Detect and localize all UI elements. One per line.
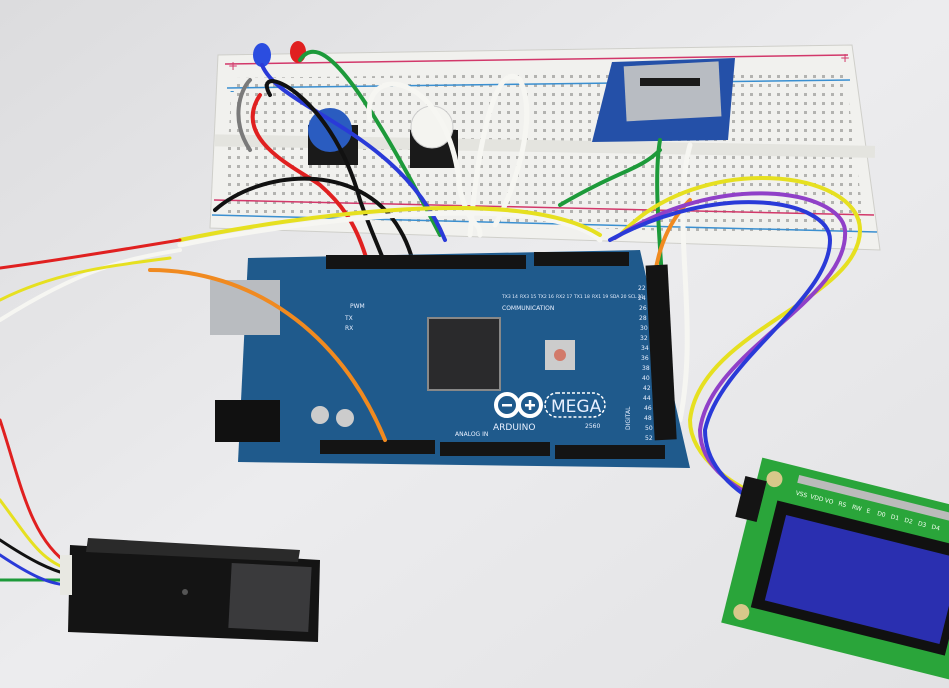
digital-label: DIGITAL bbox=[625, 406, 632, 430]
header-power bbox=[320, 440, 435, 454]
atmega2560-chip bbox=[427, 317, 501, 391]
sd-card-module bbox=[592, 58, 735, 142]
svg-text:32: 32 bbox=[640, 335, 648, 342]
svg-text:RX3 15: RX3 15 bbox=[520, 294, 536, 300]
svg-text:SCL 21: SCL 21 bbox=[628, 294, 644, 300]
svg-text:36: 36 bbox=[641, 355, 649, 362]
svg-text:D3: D3 bbox=[917, 520, 927, 529]
header-analog bbox=[440, 442, 550, 456]
svg-text:E: E bbox=[866, 507, 872, 515]
rail-plus-label-right: + bbox=[840, 51, 850, 65]
lcd-wire-connector bbox=[735, 475, 767, 523]
svg-text:RX2 17: RX2 17 bbox=[556, 294, 572, 300]
sensor-connector bbox=[60, 555, 72, 595]
dc-power-jack bbox=[215, 400, 280, 442]
header-top-right bbox=[534, 252, 629, 266]
communication-label: COMMUNICATION bbox=[502, 305, 554, 312]
rail-minus-label: - bbox=[230, 84, 234, 98]
header-top-left bbox=[326, 255, 526, 269]
svg-text:38: 38 bbox=[642, 365, 650, 372]
fingerprint-scanner-window bbox=[228, 562, 312, 633]
svg-text:30: 30 bbox=[640, 325, 648, 332]
push-button-white bbox=[410, 105, 458, 168]
svg-text:RX1 19: RX1 19 bbox=[592, 294, 608, 300]
svg-text:42: 42 bbox=[643, 385, 651, 392]
pwm-label: PWM bbox=[350, 303, 365, 310]
svg-text:28: 28 bbox=[639, 315, 647, 322]
svg-text:52: 52 bbox=[645, 435, 653, 442]
svg-text:VDD: VDD bbox=[809, 493, 824, 503]
lcd-screen bbox=[764, 515, 949, 644]
svg-text:VSS: VSS bbox=[795, 490, 808, 500]
header-digital bbox=[645, 264, 677, 441]
svg-text:46: 46 bbox=[644, 405, 652, 412]
negative-rail-line bbox=[226, 79, 851, 89]
svg-text:TX1 18: TX1 18 bbox=[573, 294, 590, 300]
digital-pin-labels: 22 24 26 28 30 32 34 36 38 40 42 44 46 4… bbox=[638, 285, 653, 442]
svg-text:22: 22 bbox=[638, 285, 646, 292]
analog-in-label: ANALOG IN bbox=[455, 431, 488, 438]
arduino-mega-board: MEGA ARDUINO 2560 COMMUNICATION ANALOG I… bbox=[210, 250, 690, 468]
svg-text:TX2 16: TX2 16 bbox=[537, 294, 554, 300]
red-led bbox=[290, 41, 306, 63]
svg-text:RW: RW bbox=[851, 504, 862, 513]
svg-text:34: 34 bbox=[641, 345, 649, 352]
rx-label: RX bbox=[345, 325, 353, 332]
svg-text:D4: D4 bbox=[931, 524, 941, 533]
positive-rail-line bbox=[224, 54, 849, 65]
svg-text:RS: RS bbox=[838, 500, 848, 509]
lcd-pin-header bbox=[797, 475, 949, 524]
variant-label: 2560 bbox=[585, 423, 600, 430]
blue-led bbox=[253, 43, 271, 67]
board-model: MEGA bbox=[551, 397, 602, 417]
svg-text:D0: D0 bbox=[876, 510, 886, 519]
brand-label: ARDUINO bbox=[493, 423, 535, 433]
arduino-logo bbox=[494, 392, 543, 418]
tx-label: TX bbox=[344, 315, 353, 322]
svg-text:VO: VO bbox=[824, 497, 834, 506]
svg-text:26: 26 bbox=[639, 305, 647, 312]
svg-text:44: 44 bbox=[643, 395, 651, 402]
svg-text:SDA 20: SDA 20 bbox=[610, 294, 627, 300]
svg-text:50: 50 bbox=[645, 425, 653, 432]
lcd-16x2-display: VSS VDD VO RS RW E D0 D1 D2 D3 D4 bbox=[721, 457, 949, 681]
fingerprint-sensor bbox=[60, 538, 320, 642]
svg-text:TX3 14: TX3 14 bbox=[501, 294, 518, 300]
svg-text:D2: D2 bbox=[904, 517, 914, 526]
svg-text:40: 40 bbox=[642, 375, 650, 382]
lcd-pin-labels: VSS VDD VO RS RW E D0 D1 D2 D3 D4 bbox=[795, 490, 941, 533]
svg-text:48: 48 bbox=[644, 415, 652, 422]
comm-pin-labels: TX3 14 RX3 15 TX2 16 RX2 17 TX1 18 RX1 1… bbox=[501, 294, 644, 300]
svg-text:24: 24 bbox=[638, 295, 646, 302]
svg-text:D1: D1 bbox=[890, 514, 900, 523]
rail-plus-label: + bbox=[228, 59, 238, 73]
